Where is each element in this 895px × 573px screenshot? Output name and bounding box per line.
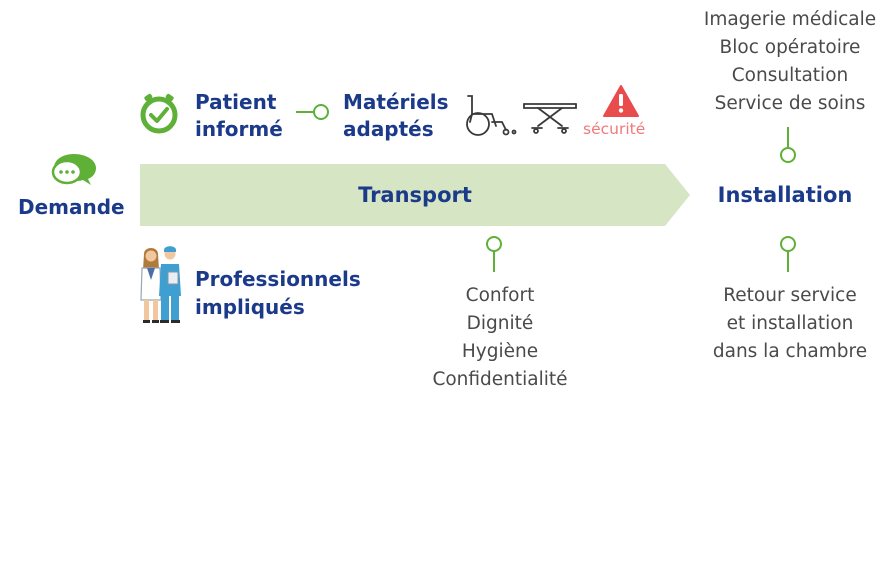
connector-services [780, 127, 796, 163]
retour-list: Retour service et installation dans la c… [690, 282, 890, 366]
clock-check-icon [140, 93, 178, 134]
professionnels-label-line1: Professionnels [195, 267, 361, 291]
list-item: Bloc opératoire [719, 37, 861, 58]
stretcher-icon [523, 103, 577, 134]
list-item: Dignité [466, 313, 534, 334]
professionnels-label: Professionnels impliqués [195, 265, 361, 321]
connector-transport-qualities [486, 236, 502, 272]
connector-retour [780, 236, 796, 272]
transport-label: Transport [358, 183, 472, 207]
transport-arrow [140, 164, 690, 226]
patient-label-line2: informé [195, 117, 283, 141]
installation-label: Installation [717, 183, 853, 207]
connector-patient-materiels [296, 104, 329, 120]
list-item: Imagerie médicale [703, 9, 877, 30]
patient-label-line1: Patient [195, 90, 277, 114]
materiels-label-line1: Matériels [343, 90, 449, 114]
transport-qualities-list: Confort Dignité Hygiène Confidentialité [410, 282, 590, 394]
list-item: Consultation [731, 65, 849, 86]
medical-staff-icon [140, 246, 181, 323]
warning-icon [603, 85, 639, 117]
list-item: Hygiène [461, 341, 539, 362]
list-item: et installation [726, 313, 854, 334]
patient-label: Patient informé [195, 89, 283, 143]
professionnels-label-line2: impliqués [195, 295, 305, 319]
materiels-label: Matériels adaptés [343, 89, 449, 143]
list-item: Service de soins [714, 93, 866, 114]
list-item: Confidentialité [432, 369, 568, 390]
installation-services-list: Imagerie médicale Bloc opératoire Consul… [690, 6, 890, 118]
demande-label: Demande [18, 195, 125, 219]
list-item: Confort [465, 285, 535, 306]
wheelchair-icon [466, 95, 517, 136]
chat-bubbles-icon [51, 154, 96, 185]
list-item: Retour service [723, 285, 857, 306]
list-item: dans la chambre [712, 341, 868, 362]
materiels-label-line2: adaptés [343, 117, 434, 141]
securite-label: sécurité [583, 120, 646, 138]
